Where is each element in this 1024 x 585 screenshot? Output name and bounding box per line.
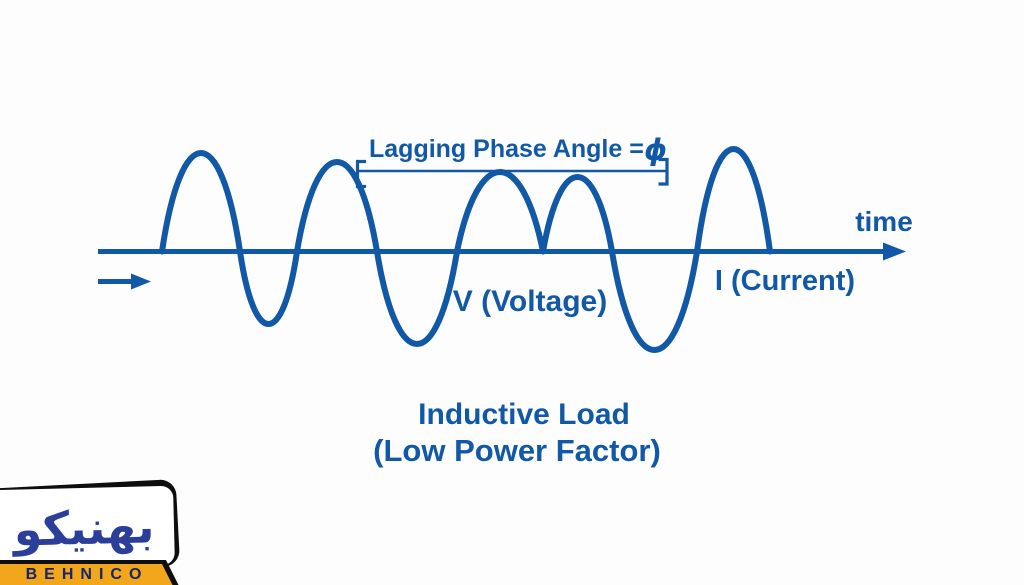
logo-band: BEHNICO <box>0 560 186 585</box>
voltage-label: V (Voltage) <box>453 285 607 318</box>
current-label: I (Current) <box>715 265 855 297</box>
phase-angle-label: Lagging Phase Angle = <box>369 135 644 163</box>
logo-band-fill: BEHNICO <box>0 564 180 585</box>
waveform-curve <box>159 146 773 353</box>
phase-bracket-left-end <box>355 159 366 189</box>
direction-arrowhead-icon <box>131 273 151 290</box>
logo-card: بهنیکو <box>0 485 175 570</box>
logo-latin-text: BEHNICO <box>25 566 149 583</box>
logo-farsi-text: بهنیکو <box>12 498 156 557</box>
time-label: time <box>855 206 913 237</box>
phi-symbol: ϕ <box>644 133 667 167</box>
caption-line2: (Low Power Factor) <box>373 433 661 468</box>
caption-line1: Inductive Load <box>418 398 630 431</box>
phase-bracket-right-end <box>658 157 669 186</box>
time-axis-arrowhead-icon <box>883 242 906 261</box>
